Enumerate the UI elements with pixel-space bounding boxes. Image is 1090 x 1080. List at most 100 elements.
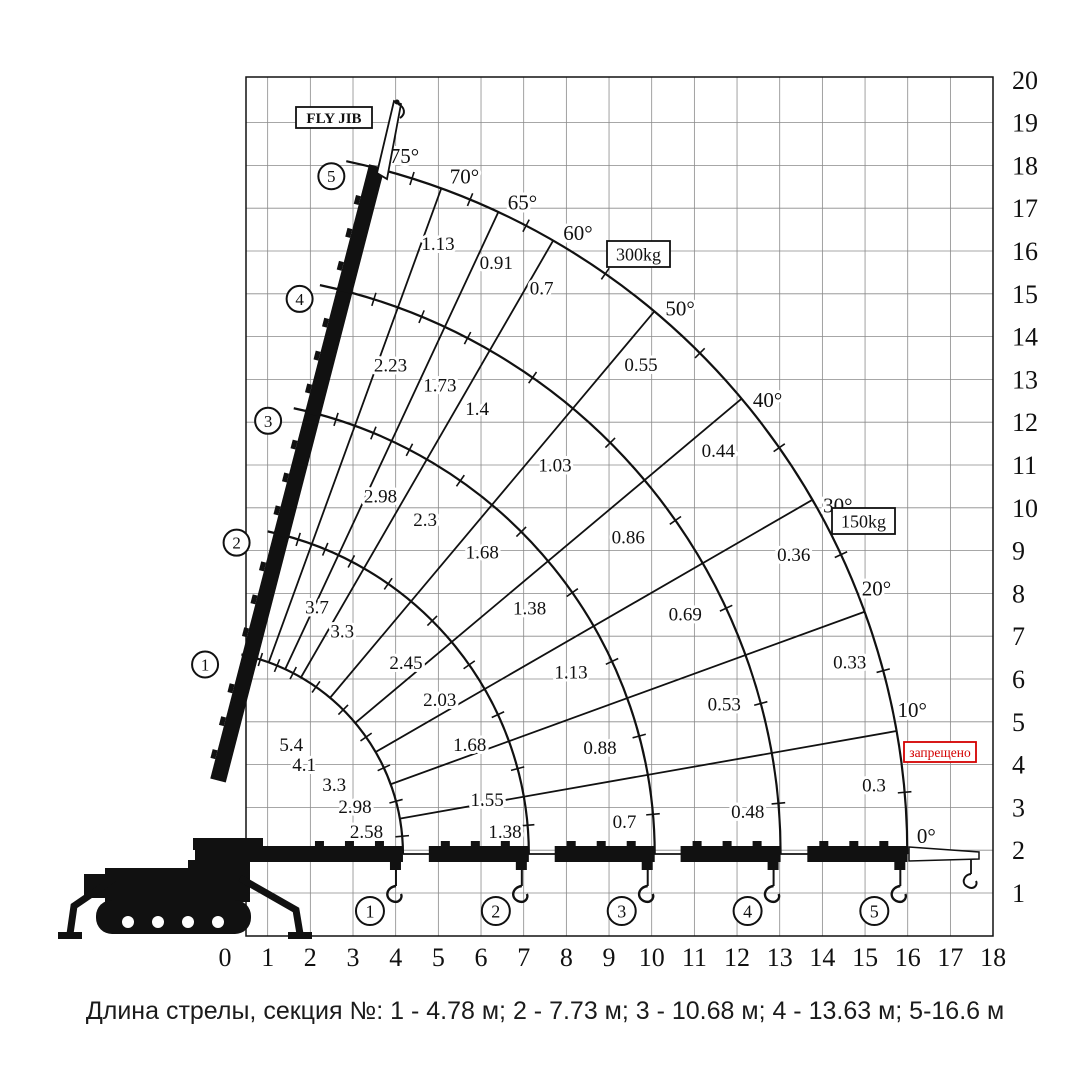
capacity-label: 1.73	[423, 375, 456, 396]
capacity-label: 0.7	[613, 812, 637, 833]
arc-tick	[605, 657, 619, 666]
track-wheel	[212, 916, 224, 928]
y-axis-label: 8	[1012, 579, 1025, 608]
marker-circle	[222, 528, 251, 557]
track-wheel	[152, 916, 164, 928]
x-axis-label: 9	[603, 943, 616, 972]
marker-number: 2	[232, 534, 241, 553]
boom-arc-1	[241, 653, 405, 855]
capacity-label: 3.3	[330, 622, 354, 643]
arc-ticks	[257, 171, 912, 838]
fly-jib-tip	[394, 99, 400, 105]
arc-tick	[897, 790, 912, 794]
marker-number: 5	[327, 167, 336, 186]
arc-tick	[333, 412, 339, 427]
x-axis-label: 11	[682, 943, 707, 972]
x-axis-label: 1	[261, 943, 274, 972]
hook-icon	[512, 884, 529, 903]
fly-jib-outline	[908, 846, 980, 862]
angle-label: 70°	[450, 165, 479, 189]
boom-length-caption: Длина стрелы, секция №: 1 - 4.78 м; 2 - …	[85, 997, 1005, 1025]
capacity-label: 2.03	[423, 690, 456, 711]
arc-tick	[289, 666, 298, 680]
marker-number: 1	[201, 656, 210, 675]
arc-tick	[466, 192, 474, 207]
y-axis-label: 2	[1012, 836, 1025, 865]
fly-jib-badge: FLY JIB	[295, 106, 373, 129]
forbidden-badge: запрещено	[903, 741, 977, 763]
boom-arcs	[241, 160, 909, 855]
boom-tooth	[849, 841, 859, 846]
arc-tick	[566, 588, 579, 598]
angle-line-65	[284, 211, 500, 670]
capacity-label: 0.86	[612, 528, 645, 549]
marker-circle	[285, 284, 314, 313]
arc-tick	[383, 577, 393, 590]
boom-raised-1	[210, 652, 259, 783]
capacity-label: 0.55	[624, 355, 657, 376]
x-axis-label: 5	[432, 943, 445, 972]
forbidden-badge-box	[903, 741, 977, 763]
section-marker-1: 1	[354, 896, 385, 926]
capacity-label: 2.23	[374, 355, 407, 376]
capacity-label: 1.68	[466, 542, 499, 563]
marker-number: 1	[366, 901, 375, 921]
capacity-label: 0.91	[480, 253, 513, 274]
boom-raised-4	[304, 287, 353, 417]
angle-line-40	[354, 398, 743, 724]
capacity-label: 1.4	[465, 399, 489, 420]
y-axis-label: 4	[1012, 751, 1025, 780]
marker-number: 2	[491, 901, 500, 921]
boom-body	[807, 846, 908, 862]
track-wheel	[122, 916, 134, 928]
badge-300kg: 300kg	[606, 240, 671, 268]
boom-raised-2	[241, 530, 290, 661]
arc-tick	[773, 443, 786, 453]
x-axis-label: 6	[475, 943, 488, 972]
boom-body	[304, 287, 353, 417]
capacity-label: 0.48	[731, 802, 764, 823]
marker-circle	[859, 896, 890, 926]
y-axis-label: 7	[1012, 622, 1025, 651]
boom-horizontal-2	[428, 841, 529, 903]
arc-tick	[418, 310, 425, 324]
boom-tooth	[626, 841, 636, 846]
x-axis-label: 17	[937, 943, 963, 972]
hook-block	[515, 862, 527, 870]
badge-300kg-box	[606, 240, 671, 268]
marker-circle	[191, 650, 220, 679]
boom-body	[680, 846, 781, 862]
capacity-label: 3.7	[305, 598, 329, 619]
x-axis-label: 14	[809, 943, 835, 972]
angle-label: 75°	[390, 144, 419, 168]
y-axis-label: 10	[1012, 494, 1038, 523]
capacity-label: 0.3	[862, 775, 886, 796]
arc-tick	[273, 658, 281, 673]
capacity-label: 1.13	[554, 663, 587, 684]
arc-tick	[321, 542, 329, 556]
badge-300kg-label: 300kg	[616, 245, 661, 265]
boom-tooth	[752, 841, 762, 846]
badge-150kg-box	[831, 507, 896, 535]
x-axis-label: 15	[852, 943, 878, 972]
boom-tooth	[374, 841, 384, 846]
hook-icon	[890, 884, 907, 903]
boom-body	[241, 530, 290, 661]
capacity-label: 2.58	[350, 822, 383, 843]
y-axis-label: 15	[1012, 280, 1038, 309]
boom-tooth	[322, 317, 330, 328]
boom-arc-2	[267, 530, 530, 855]
boom-horizontal-4	[680, 841, 781, 903]
section-marker-3: 3	[254, 406, 283, 435]
capacity-label: 2.3	[413, 510, 437, 531]
hook-icon	[386, 884, 403, 903]
x-axis-label: 13	[767, 943, 793, 972]
capacity-label: 1.03	[538, 456, 571, 477]
arc-tick	[528, 371, 538, 384]
capacity-label: 4.1	[292, 755, 316, 776]
y-axis-label: 19	[1012, 109, 1038, 138]
boom-tooth	[440, 841, 450, 846]
angle-line-20	[390, 610, 865, 786]
